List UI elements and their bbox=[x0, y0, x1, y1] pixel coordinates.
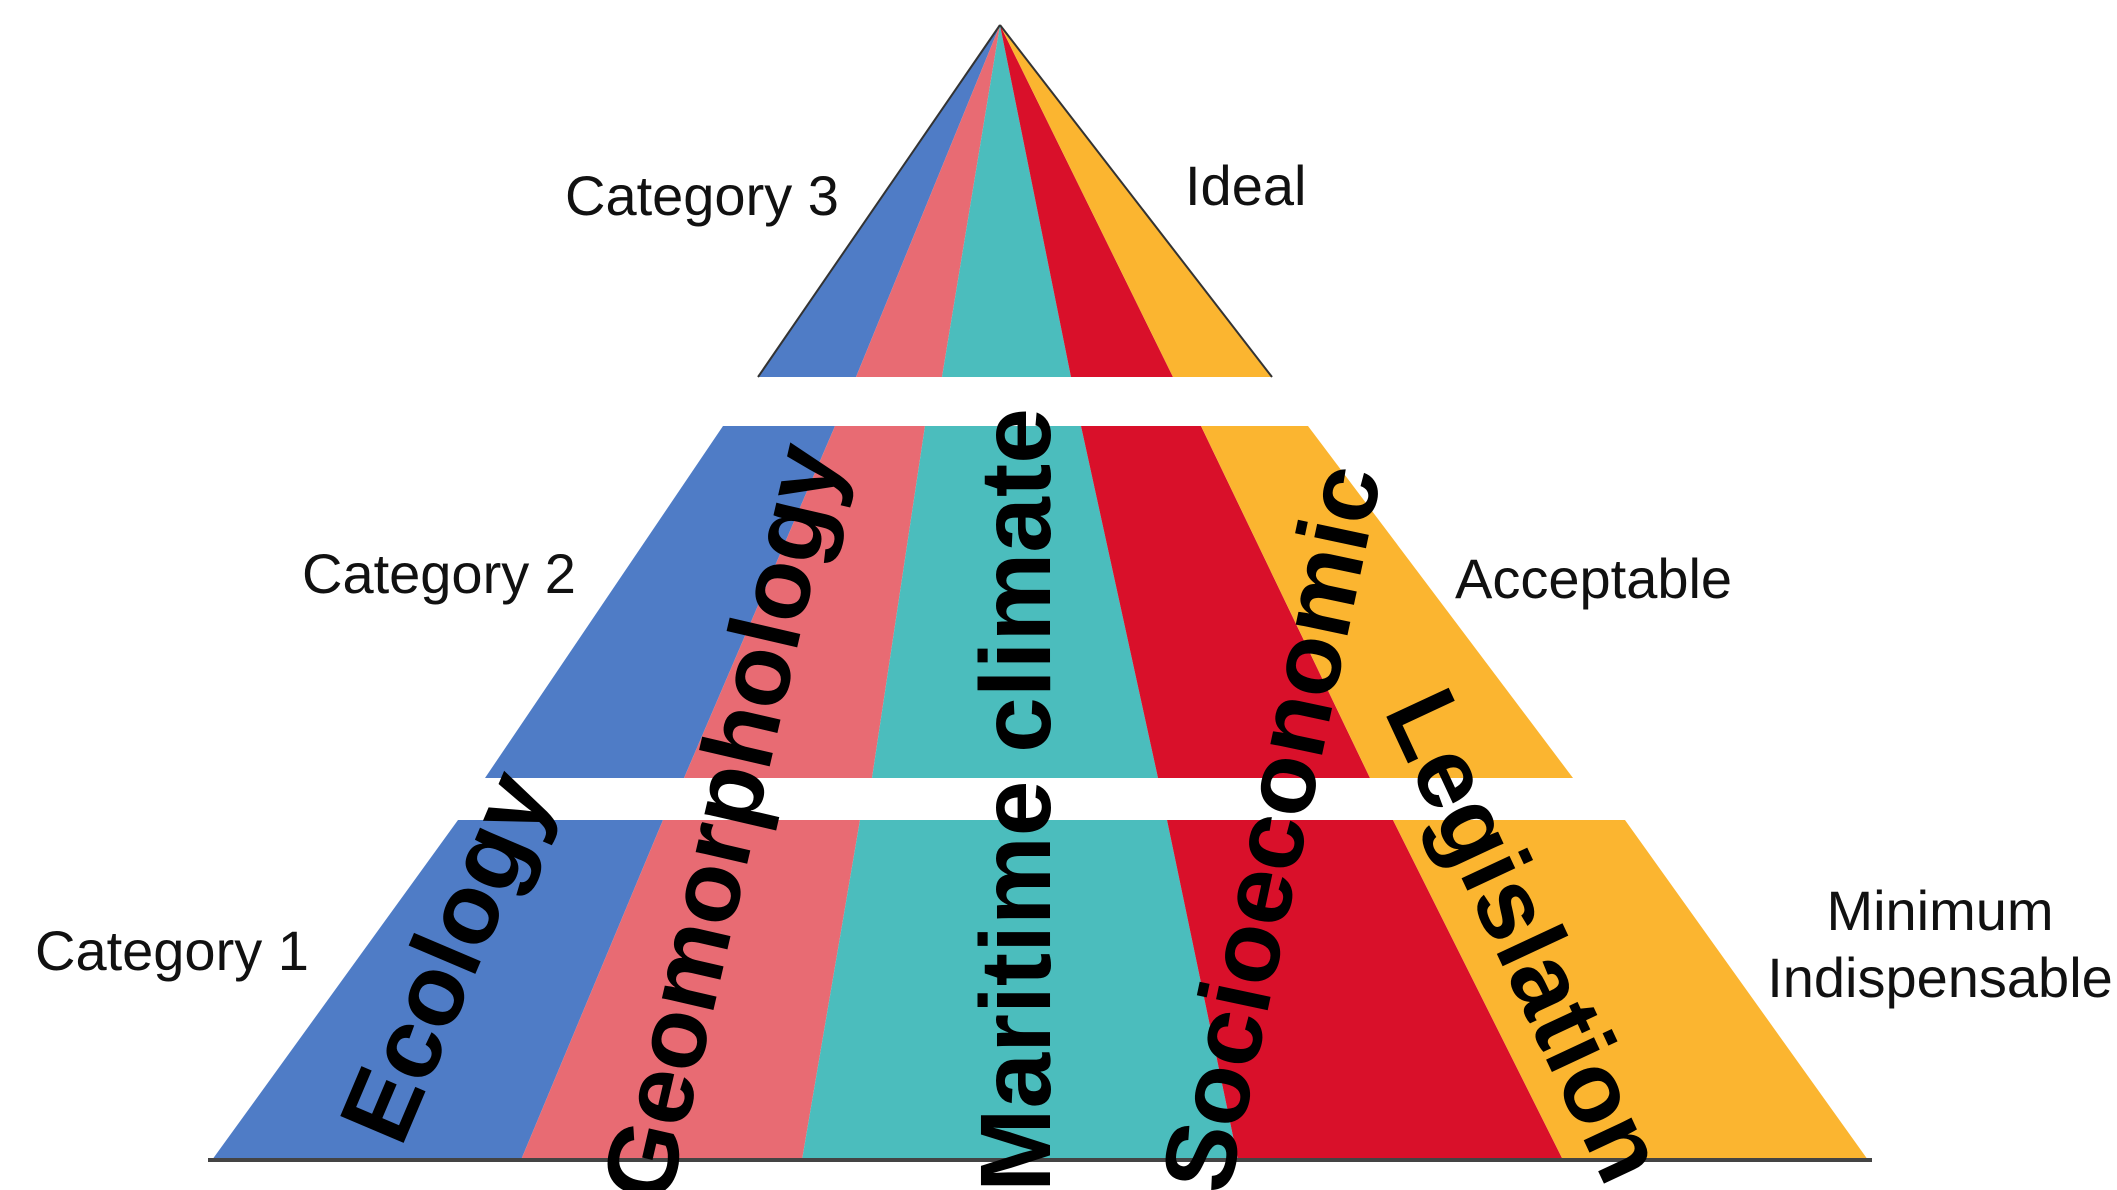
level-ideal-label: Ideal bbox=[1185, 154, 1306, 217]
tier1-legislation-segment bbox=[1393, 820, 1868, 1160]
tier3-geomorphology-segment bbox=[856, 25, 1000, 377]
tier-category-2 bbox=[485, 426, 1573, 778]
dimension-maritime-climate-label: Maritime climate bbox=[960, 408, 1072, 1190]
pyramid-outline bbox=[757, 24, 1273, 378]
tier3-maritime-climate-segment bbox=[942, 25, 1071, 377]
tier1-geomorphology-segment bbox=[521, 820, 860, 1160]
category-1-label: Category 1 bbox=[35, 919, 309, 982]
tier1-maritime-climate-segment bbox=[802, 820, 1238, 1160]
level-indispensable-label: Indispensable bbox=[1767, 946, 2113, 1009]
tier2-maritime-climate-segment bbox=[872, 426, 1158, 778]
level-minimum-label: Minimum bbox=[1826, 879, 2053, 942]
tier1-socioeconomic-segment bbox=[1167, 820, 1563, 1160]
tier1-ecology-segment bbox=[212, 820, 663, 1160]
category-3-label: Category 3 bbox=[565, 164, 839, 227]
tier-category-1 bbox=[208, 820, 1872, 1162]
tier2-geomorphology-segment bbox=[684, 426, 925, 778]
category-2-label: Category 2 bbox=[302, 542, 576, 605]
tier2-legislation-segment bbox=[1201, 426, 1573, 778]
tier2-ecology-segment bbox=[485, 426, 835, 778]
tier2-socioeconomic-segment bbox=[1081, 426, 1370, 778]
level-acceptable-label: Acceptable bbox=[1455, 547, 1732, 610]
